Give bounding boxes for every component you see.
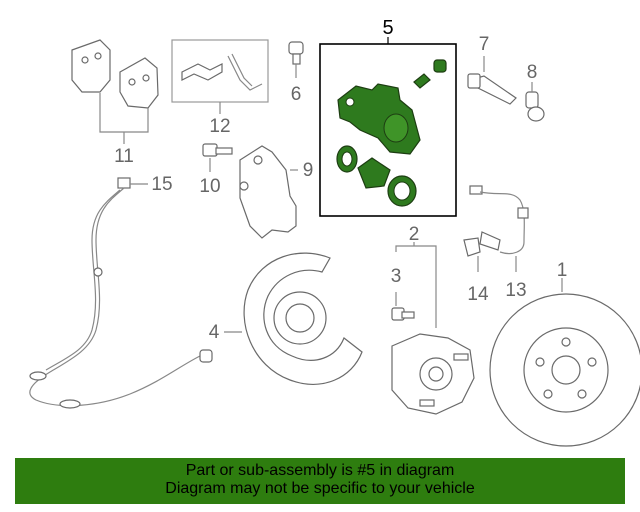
callout-7: 7	[479, 34, 490, 55]
parts-diagram: 11 12 6 5 7 8	[29, 17, 640, 447]
callout-6: 6	[291, 84, 302, 105]
bleeder-screw[interactable]	[288, 41, 304, 65]
callout-2: 2	[409, 224, 420, 245]
callout-9: 9	[303, 160, 314, 181]
callout-11: 11	[114, 146, 134, 167]
abs-sensor[interactable]	[29, 177, 213, 409]
callout-13: 13	[505, 280, 526, 301]
callout-5: 5	[382, 17, 393, 39]
brake-pads[interactable]	[71, 39, 159, 109]
callout-14: 14	[467, 284, 489, 305]
callout-4: 4	[209, 322, 220, 343]
hub-bolt[interactable]	[391, 307, 415, 321]
info-banner: Part or sub-assembly is #5 in diagram Di…	[15, 458, 625, 504]
banner-line-2: Diagram may not be specific to your vehi…	[165, 480, 475, 497]
callout-8: 8	[527, 62, 538, 83]
brake-rotor[interactable]	[489, 293, 640, 447]
brake-hose[interactable]	[469, 185, 529, 255]
callout-12: 12	[209, 116, 230, 137]
mounting-bolt[interactable]	[202, 143, 233, 157]
dust-shield[interactable]	[243, 252, 363, 385]
caliper-bracket[interactable]	[239, 145, 297, 239]
callout-1: 1	[557, 260, 568, 281]
callout-3: 3	[391, 266, 402, 287]
banner-line-1: Part or sub-assembly is #5 in diagram	[185, 462, 455, 479]
hardware-kit[interactable]	[171, 39, 269, 103]
guide-pin[interactable]	[467, 73, 517, 105]
hub-bearing[interactable]	[391, 333, 475, 415]
caliper-assembly[interactable]	[336, 59, 447, 207]
hose-bracket[interactable]	[463, 237, 481, 257]
callout-10: 10	[199, 176, 220, 197]
callout-15: 15	[151, 174, 172, 195]
pin-boot[interactable]	[525, 91, 545, 122]
